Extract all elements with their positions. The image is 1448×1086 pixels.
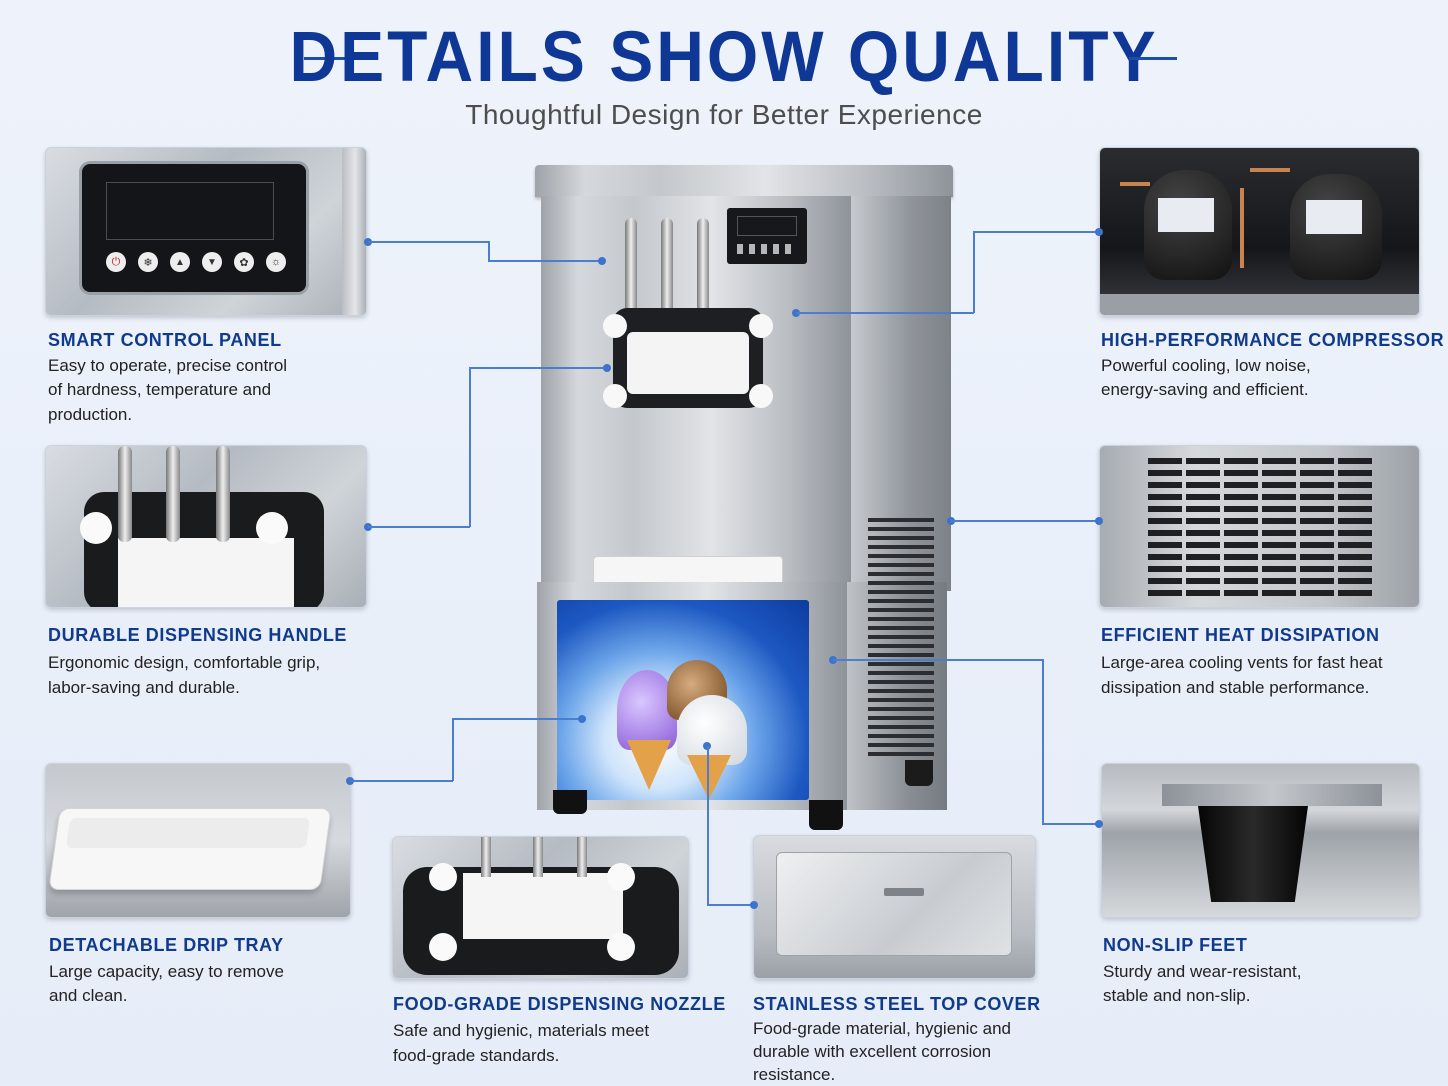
machine-handle-middle (661, 218, 673, 318)
feature-desc-compressor-2: energy-saving and efficient. (1101, 380, 1309, 399)
feature-title-heat-dissipation: EFFICIENT HEAT DISSIPATION (1101, 625, 1380, 645)
connector-dot-heat-end (1095, 517, 1103, 525)
connector-line-handle-v (469, 367, 471, 527)
drip-tray-photo (45, 763, 351, 918)
dispensing-handle-photo (45, 445, 367, 608)
title-right-dash (1129, 57, 1177, 60)
feature-desc-top-cover-3: resistance. (753, 1065, 836, 1084)
feature-desc-dispensing-nozzle-2: food-grade standards. (393, 1046, 560, 1065)
machine-ice-cream-graphic (557, 600, 809, 800)
top-cover-photo (753, 835, 1036, 979)
clean-button-icon: ☼ (266, 252, 286, 272)
machine-handle-right (697, 218, 709, 318)
page-title: DETAILS SHOW QUALITY (289, 16, 1159, 96)
connector-dot-top-cover-end (750, 901, 758, 909)
connector-dot-control-panel-end (598, 257, 606, 265)
control-panel-photo: ⏻ ❄ ▲ ▼ ✿ ☼ (45, 147, 367, 316)
machine-dispensing-head (603, 308, 773, 408)
connector-dot-handle-end (603, 364, 611, 372)
connector-line-feet-h2 (1042, 823, 1099, 825)
connector-line-handle-h2 (469, 367, 606, 369)
ice-cream-machine (535, 160, 955, 830)
feature-desc-dispensing-handle-1: Ergonomic design, comfortable grip, (48, 653, 321, 672)
connector-line-drip-tray (350, 780, 453, 782)
page-subtitle: Thoughtful Design for Better Experience (465, 99, 983, 130)
control-panel-face: ⏻ ❄ ▲ ▼ ✿ ☼ (82, 164, 306, 292)
set-button-icon: ✿ (234, 252, 254, 272)
connector-line-top-cover-v (707, 746, 709, 904)
machine-foot-back-right (905, 760, 933, 786)
machine-foot-front-left (553, 790, 587, 814)
connector-line-feet (833, 659, 1043, 661)
feature-desc-smart-control-panel-2: of hardness, temperature and (48, 380, 272, 399)
connector-line-drip-tray-v (452, 718, 454, 781)
connector-dot-compressor-end (1095, 228, 1103, 236)
feature-title-compressor: HIGH-PERFORMANCE COMPRESSOR (1101, 330, 1445, 350)
connector-line-heat (951, 520, 1099, 522)
machine-top-lid (535, 165, 953, 197)
feature-desc-dispensing-nozzle-1: Safe and hygienic, materials meet (393, 1021, 650, 1040)
machine-foot-front-right (809, 800, 843, 830)
connector-line-control-panel-h2 (488, 260, 602, 262)
machine-control-display (727, 208, 807, 264)
feature-desc-drip-tray-2: and clean. (49, 986, 128, 1005)
feature-title-dispensing-handle: DURABLE DISPENSING HANDLE (48, 625, 348, 645)
feature-desc-dispensing-handle-2: labor-saving and durable. (48, 678, 240, 697)
feature-desc-top-cover-1: Food-grade material, hygienic and (753, 1019, 1011, 1038)
machine-handle-left (625, 218, 637, 318)
feature-desc-heat-dissipation-1: Large-area cooling vents for fast heat (1101, 653, 1383, 672)
connector-line-compressor (796, 312, 974, 314)
dispensing-nozzle-photo (392, 836, 689, 979)
feature-desc-non-slip-feet-2: stable and non-slip. (1103, 986, 1251, 1005)
non-slip-feet-photo (1101, 763, 1420, 918)
connector-dot-feet-end (1095, 820, 1103, 828)
up-button-icon: ▲ (170, 252, 190, 272)
feature-title-non-slip-feet: NON-SLIP FEET (1103, 935, 1248, 955)
title-left-dash (304, 57, 352, 60)
feature-desc-drip-tray-1: Large capacity, easy to remove (49, 962, 284, 981)
power-button-icon: ⏻ (106, 252, 126, 272)
feature-desc-top-cover-2: durable with excellent corrosion (753, 1042, 992, 1061)
down-button-icon: ▼ (202, 252, 222, 272)
connector-line-top-cover-h (707, 904, 754, 906)
connector-line-feet-v (1042, 659, 1044, 824)
feature-title-dispensing-nozzle: FOOD-GRADE DISPENSING NOZZLE (393, 994, 726, 1014)
feature-title-drip-tray: DETACHABLE DRIP TRAY (49, 935, 284, 955)
feature-desc-smart-control-panel-3: production. (48, 405, 133, 424)
connector-line-control-panel-v (488, 241, 490, 261)
connector-line-control-panel (368, 241, 489, 243)
connector-line-compressor-v (973, 231, 975, 313)
feature-title-smart-control-panel: SMART CONTROL PANEL (48, 330, 282, 350)
feature-desc-heat-dissipation-2: dissipation and stable performance. (1101, 678, 1370, 697)
heat-dissipation-photo (1099, 445, 1420, 608)
feature-title-top-cover: STAINLESS STEEL TOP COVER (753, 994, 1041, 1014)
connector-line-compressor-h2 (973, 231, 1099, 233)
feature-desc-compressor-1: Powerful cooling, low noise, (1101, 356, 1311, 375)
compressor-photo (1099, 147, 1420, 316)
control-panel-buttons: ⏻ ❄ ▲ ▼ ✿ ☼ (106, 252, 286, 274)
feature-desc-non-slip-feet-1: Sturdy and wear-resistant, (1103, 962, 1302, 981)
connector-dot-drip-tray-end (578, 715, 586, 723)
machine-cooling-vents (868, 518, 934, 758)
feature-desc-smart-control-panel-1: Easy to operate, precise control (48, 356, 288, 375)
connector-line-drip-tray-h2 (452, 718, 582, 720)
freeze-button-icon: ❄ (138, 252, 158, 272)
connector-line-handle (368, 526, 470, 528)
